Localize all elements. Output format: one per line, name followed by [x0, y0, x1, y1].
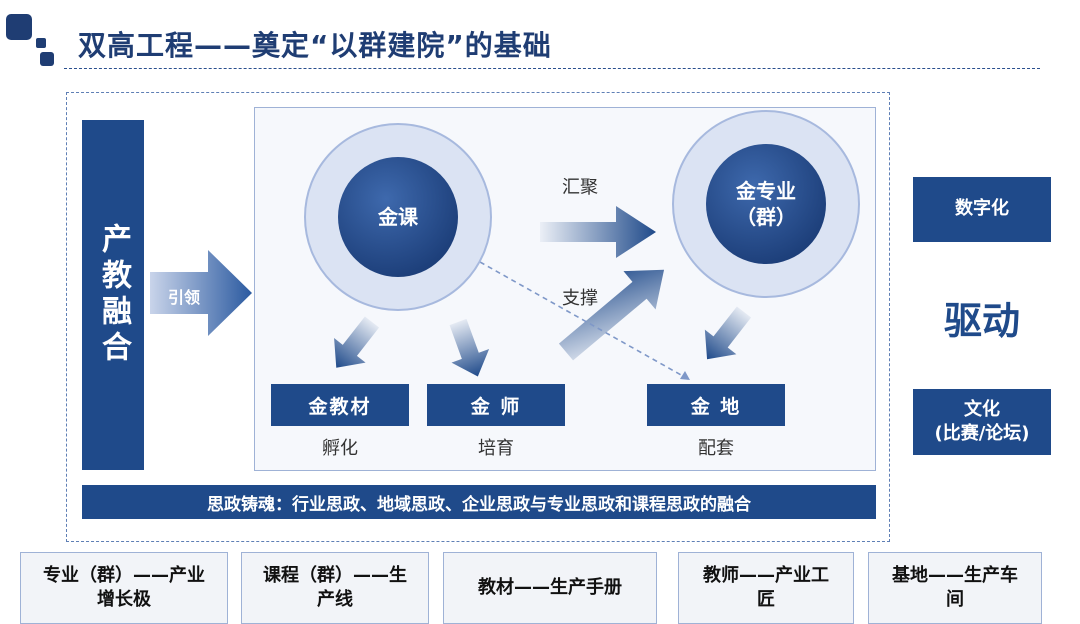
footer-course-line1: 课程（群）——生 — [263, 564, 407, 586]
node-base-sub: 配套 — [698, 438, 734, 459]
culture-label-line2: (比赛/论坛) — [934, 423, 1030, 444]
lead-arrow-label: 引领 — [168, 288, 201, 307]
node-teacher: 金 师 — [427, 384, 565, 426]
major-label-line1: 金专业 — [736, 179, 796, 203]
industry-education-label: 产教融合 — [96, 223, 131, 367]
dashed-connector — [479, 261, 691, 381]
major-circle: 金专业 （群） — [706, 144, 826, 264]
footer-textbook-line1: 教材——生产手册 — [478, 576, 622, 598]
industry-education-bar: 产教融合 — [82, 120, 144, 470]
footer-course: 课程（群）——生 产线 — [241, 552, 429, 624]
down-arrow-textbook — [334, 316, 380, 368]
course-circle: 金课 — [338, 157, 458, 277]
footer-major-line2: 增长极 — [97, 589, 151, 610]
footer-textbook: 教材——生产手册 — [443, 552, 657, 624]
node-base: 金 地 — [647, 384, 785, 426]
culture-box: 文化 (比赛/论坛) — [913, 389, 1051, 455]
footer-major: 专业（群）——产业 增长极 — [20, 552, 228, 624]
major-circle-ring — [672, 110, 860, 298]
ideology-label: 思政铸魂：行业思政、地域思政、企业思政与专业思政和课程思政的融合 — [207, 494, 751, 515]
support-arrow — [558, 269, 665, 361]
ideology-bar: 思政铸魂：行业思政、地域思政、企业思政与专业思政和课程思政的融合 — [82, 485, 876, 519]
major-label-line2: （群） — [736, 205, 796, 229]
down-arrow-teacher — [449, 318, 490, 377]
digital-box: 数字化 — [913, 177, 1051, 242]
down-arrow-base — [704, 306, 752, 360]
digital-label: 数字化 — [955, 198, 1009, 220]
footer-teacher-line1: 教师——产业工 — [703, 564, 829, 586]
dashed-arrowhead — [680, 371, 690, 380]
footer-teacher-line2: 匠 — [757, 589, 775, 610]
node-teacher-sub: 培育 — [478, 438, 514, 459]
title-divider — [64, 68, 1040, 69]
page-title: 双高工程——奠定“以群建院”的基础 — [78, 29, 552, 62]
node-textbook: 金教材 — [271, 384, 409, 426]
node-textbook-label: 金教材 — [308, 395, 372, 418]
lead-arrow — [150, 250, 252, 336]
gather-arrow — [540, 206, 656, 258]
footer-course-line2: 产线 — [317, 589, 353, 610]
footer-base: 基地——生产车 间 — [868, 552, 1042, 624]
node-textbook-sub: 孵化 — [322, 438, 358, 459]
footer-base-line1: 基地——生产车 — [892, 564, 1018, 586]
gather-label: 汇聚 — [562, 177, 598, 198]
support-label: 支撑 — [562, 288, 598, 309]
node-base-label: 金 地 — [690, 395, 742, 418]
footer-teacher: 教师——产业工 匠 — [678, 552, 854, 624]
footer-major-line1: 专业（群）——产业 — [43, 564, 205, 586]
node-teacher-label: 金 师 — [470, 395, 522, 418]
logo-icon — [6, 14, 54, 66]
culture-label-line1: 文化 — [964, 398, 1000, 420]
drive-label: 驱动 — [943, 299, 1020, 343]
footer-base-line2: 间 — [946, 589, 964, 610]
course-label: 金课 — [378, 205, 418, 229]
outer-frame — [66, 92, 890, 542]
